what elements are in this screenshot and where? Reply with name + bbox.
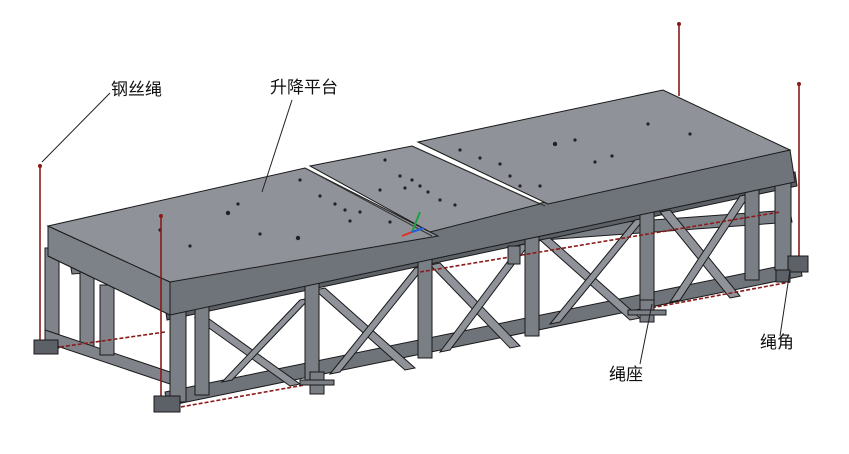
- platform-deck: [46, 89, 796, 316]
- xyz-axis-triad-icon: [401, 211, 425, 237]
- rope-seats: [299, 245, 667, 395]
- label-rope-seat: 绳座: [609, 365, 643, 385]
- leader-lines: [41, 92, 791, 365]
- wire-ropes: [39, 24, 800, 409]
- rope-corners: [33, 255, 809, 413]
- label-lifting-platform: 升降平台: [270, 78, 338, 98]
- label-rope-corner: 绳角: [760, 333, 794, 353]
- label-wire-rope: 钢丝绳: [111, 80, 162, 100]
